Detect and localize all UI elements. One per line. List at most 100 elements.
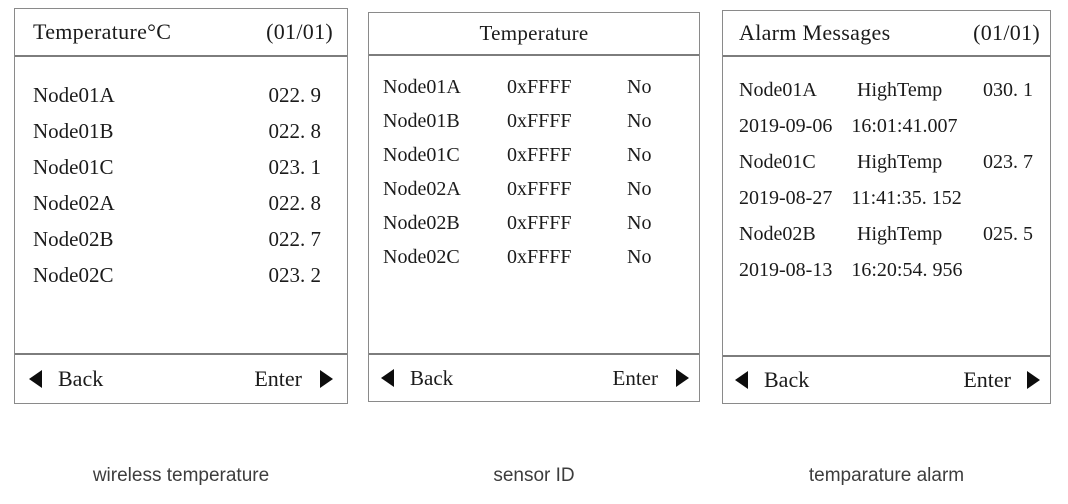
table-row[interactable]: Node01A 0xFFFF No bbox=[383, 76, 689, 110]
node-label: Node01A bbox=[739, 79, 817, 101]
panel-footer-sensor-id: Back Enter bbox=[369, 353, 699, 401]
list-item[interactable]: Node01A 022. 9 bbox=[33, 83, 329, 119]
arrow-left-icon bbox=[29, 370, 42, 388]
sensor-id-value: 0xFFFF bbox=[507, 178, 572, 200]
back-button[interactable]: Back bbox=[381, 366, 453, 391]
alarm-type-label: HighTemp bbox=[857, 223, 943, 245]
panel-footer-alarm: Back Enter bbox=[723, 355, 1050, 403]
alarm-time: 16:20:54. 956 bbox=[851, 259, 963, 281]
table-row[interactable]: Node02A 0xFFFF No bbox=[383, 178, 689, 212]
list-item[interactable]: Node02A 022. 8 bbox=[33, 191, 329, 227]
node-label: Node01B bbox=[383, 110, 460, 132]
sensor-id-value: 0xFFFF bbox=[507, 110, 572, 132]
alarm-type-label: HighTemp bbox=[857, 151, 943, 173]
back-button-label: Back bbox=[58, 366, 104, 391]
node-label: Node02B bbox=[33, 227, 114, 251]
alarm-date: 2019-09-06 bbox=[739, 115, 833, 137]
arrow-right-icon bbox=[676, 369, 689, 387]
table-row[interactable]: Node02C 0xFFFF No bbox=[383, 246, 689, 280]
temperature-list: Node01A 022. 9 Node01B 022. 8 Node01C 02… bbox=[15, 57, 347, 299]
panel-body-temperature: Node01A 022. 9 Node01B 022. 8 Node01C 02… bbox=[15, 57, 347, 353]
arrow-left-icon bbox=[735, 371, 748, 389]
list-item[interactable]: Node01C 023. 1 bbox=[33, 155, 329, 191]
sensor-flag-value: No bbox=[627, 76, 652, 98]
node-label: Node02B bbox=[739, 223, 816, 245]
node-label: Node01C bbox=[383, 144, 460, 166]
node-label: Node02A bbox=[383, 178, 461, 200]
list-item[interactable]: Node02C 023. 2 bbox=[33, 263, 329, 299]
alarm-date: 2019-08-27 bbox=[739, 187, 833, 209]
enter-button[interactable]: Enter bbox=[613, 366, 689, 391]
alarm-list: Node01A HighTemp 030. 1 2019-09-06 16:01… bbox=[723, 57, 1050, 295]
sensor-flag-value: No bbox=[627, 144, 652, 166]
node-label: Node01C bbox=[33, 155, 114, 179]
panel-body-alarm: Node01A HighTemp 030. 1 2019-09-06 16:01… bbox=[723, 57, 1050, 355]
list-item[interactable]: Node02B HighTemp 025. 5 bbox=[739, 223, 1042, 259]
screen-panel-alarm-messages: Alarm Messages (01/01) Node01A HighTemp … bbox=[722, 10, 1051, 404]
table-row[interactable]: Node01B 0xFFFF No bbox=[383, 110, 689, 144]
table-row[interactable]: Node01C 0xFFFF No bbox=[383, 144, 689, 178]
alarm-temperature-value: 030. 1 bbox=[983, 79, 1033, 101]
alarm-timestamp: 2019-08-13 16:20:54. 956 bbox=[739, 259, 1042, 295]
sensor-id-value: 0xFFFF bbox=[507, 76, 572, 98]
enter-button-label: Enter bbox=[612, 365, 658, 390]
caption-temperature-alarm: temparature alarm bbox=[808, 465, 965, 486]
back-button[interactable]: Back bbox=[29, 366, 103, 392]
panel-title-bar-temperature: Temperature°C (01/01) bbox=[15, 9, 347, 57]
node-label: Node02B bbox=[383, 212, 460, 234]
panel-title-bar-alarm: Alarm Messages (01/01) bbox=[723, 11, 1050, 57]
page-indicator: (01/01) bbox=[973, 20, 1040, 45]
panel-footer-temperature: Back Enter bbox=[15, 353, 347, 403]
page-indicator: (01/01) bbox=[266, 19, 333, 44]
list-item[interactable]: Node01A HighTemp 030. 1 bbox=[739, 79, 1042, 115]
enter-button-label: Enter bbox=[254, 366, 302, 391]
sensor-flag-value: No bbox=[627, 110, 652, 132]
list-item[interactable]: Node01C HighTemp 023. 7 bbox=[739, 151, 1042, 187]
arrow-right-icon bbox=[1027, 371, 1040, 389]
screen-panel-sensor-id: Temperature Node01A 0xFFFF No Node01B 0x… bbox=[368, 12, 700, 402]
enter-button-label: Enter bbox=[963, 367, 1011, 392]
panel-title-bar-sensor-id: Temperature bbox=[369, 13, 699, 56]
sensor-flag-value: No bbox=[627, 212, 652, 234]
alarm-timestamp: 2019-09-06 16:01:41.007 bbox=[739, 115, 1042, 151]
sensor-flag-value: No bbox=[627, 246, 652, 268]
temperature-value: 023. 1 bbox=[268, 155, 322, 179]
arrow-right-icon bbox=[320, 370, 333, 388]
back-button-label: Back bbox=[410, 365, 454, 390]
enter-button[interactable]: Enter bbox=[254, 366, 333, 392]
node-label: Node01C bbox=[739, 151, 816, 173]
node-label: Node01A bbox=[383, 76, 461, 98]
sensor-id-list: Node01A 0xFFFF No Node01B 0xFFFF No Node… bbox=[369, 56, 699, 280]
node-label: Node01B bbox=[33, 119, 114, 143]
caption-wireless-temperature: wireless temperature bbox=[92, 465, 270, 486]
node-label: Node02C bbox=[33, 263, 114, 287]
page-title: Temperature bbox=[479, 21, 589, 45]
sensor-id-value: 0xFFFF bbox=[507, 212, 572, 234]
alarm-time: 11:41:35. 152 bbox=[851, 187, 962, 209]
temperature-value: 022. 8 bbox=[268, 119, 322, 143]
page-title: Alarm Messages bbox=[739, 20, 891, 45]
caption-sensor-id: sensor ID bbox=[493, 465, 575, 486]
alarm-temperature-value: 023. 7 bbox=[983, 151, 1033, 173]
sensor-id-value: 0xFFFF bbox=[507, 246, 572, 268]
alarm-temperature-value: 025. 5 bbox=[983, 223, 1033, 245]
screen-panel-temperature: Temperature°C (01/01) Node01A 022. 9 Nod… bbox=[14, 8, 348, 404]
temperature-value: 022. 9 bbox=[268, 83, 322, 107]
alarm-type-label: HighTemp bbox=[857, 79, 943, 101]
alarm-time: 16:01:41.007 bbox=[851, 115, 958, 137]
table-row[interactable]: Node02B 0xFFFF No bbox=[383, 212, 689, 246]
panel-body-sensor-id: Node01A 0xFFFF No Node01B 0xFFFF No Node… bbox=[369, 56, 699, 353]
page-title: Temperature°C bbox=[33, 19, 172, 44]
temperature-value: 023. 2 bbox=[268, 263, 322, 287]
enter-button[interactable]: Enter bbox=[963, 367, 1040, 393]
node-label: Node01A bbox=[33, 83, 115, 107]
back-button-label: Back bbox=[764, 367, 810, 392]
list-item[interactable]: Node01B 022. 8 bbox=[33, 119, 329, 155]
sensor-id-value: 0xFFFF bbox=[507, 144, 572, 166]
sensor-flag-value: No bbox=[627, 178, 652, 200]
arrow-left-icon bbox=[381, 369, 394, 387]
back-button[interactable]: Back bbox=[735, 367, 809, 393]
node-label: Node02C bbox=[383, 246, 460, 268]
list-item[interactable]: Node02B 022. 7 bbox=[33, 227, 329, 263]
temperature-value: 022. 7 bbox=[268, 227, 322, 251]
